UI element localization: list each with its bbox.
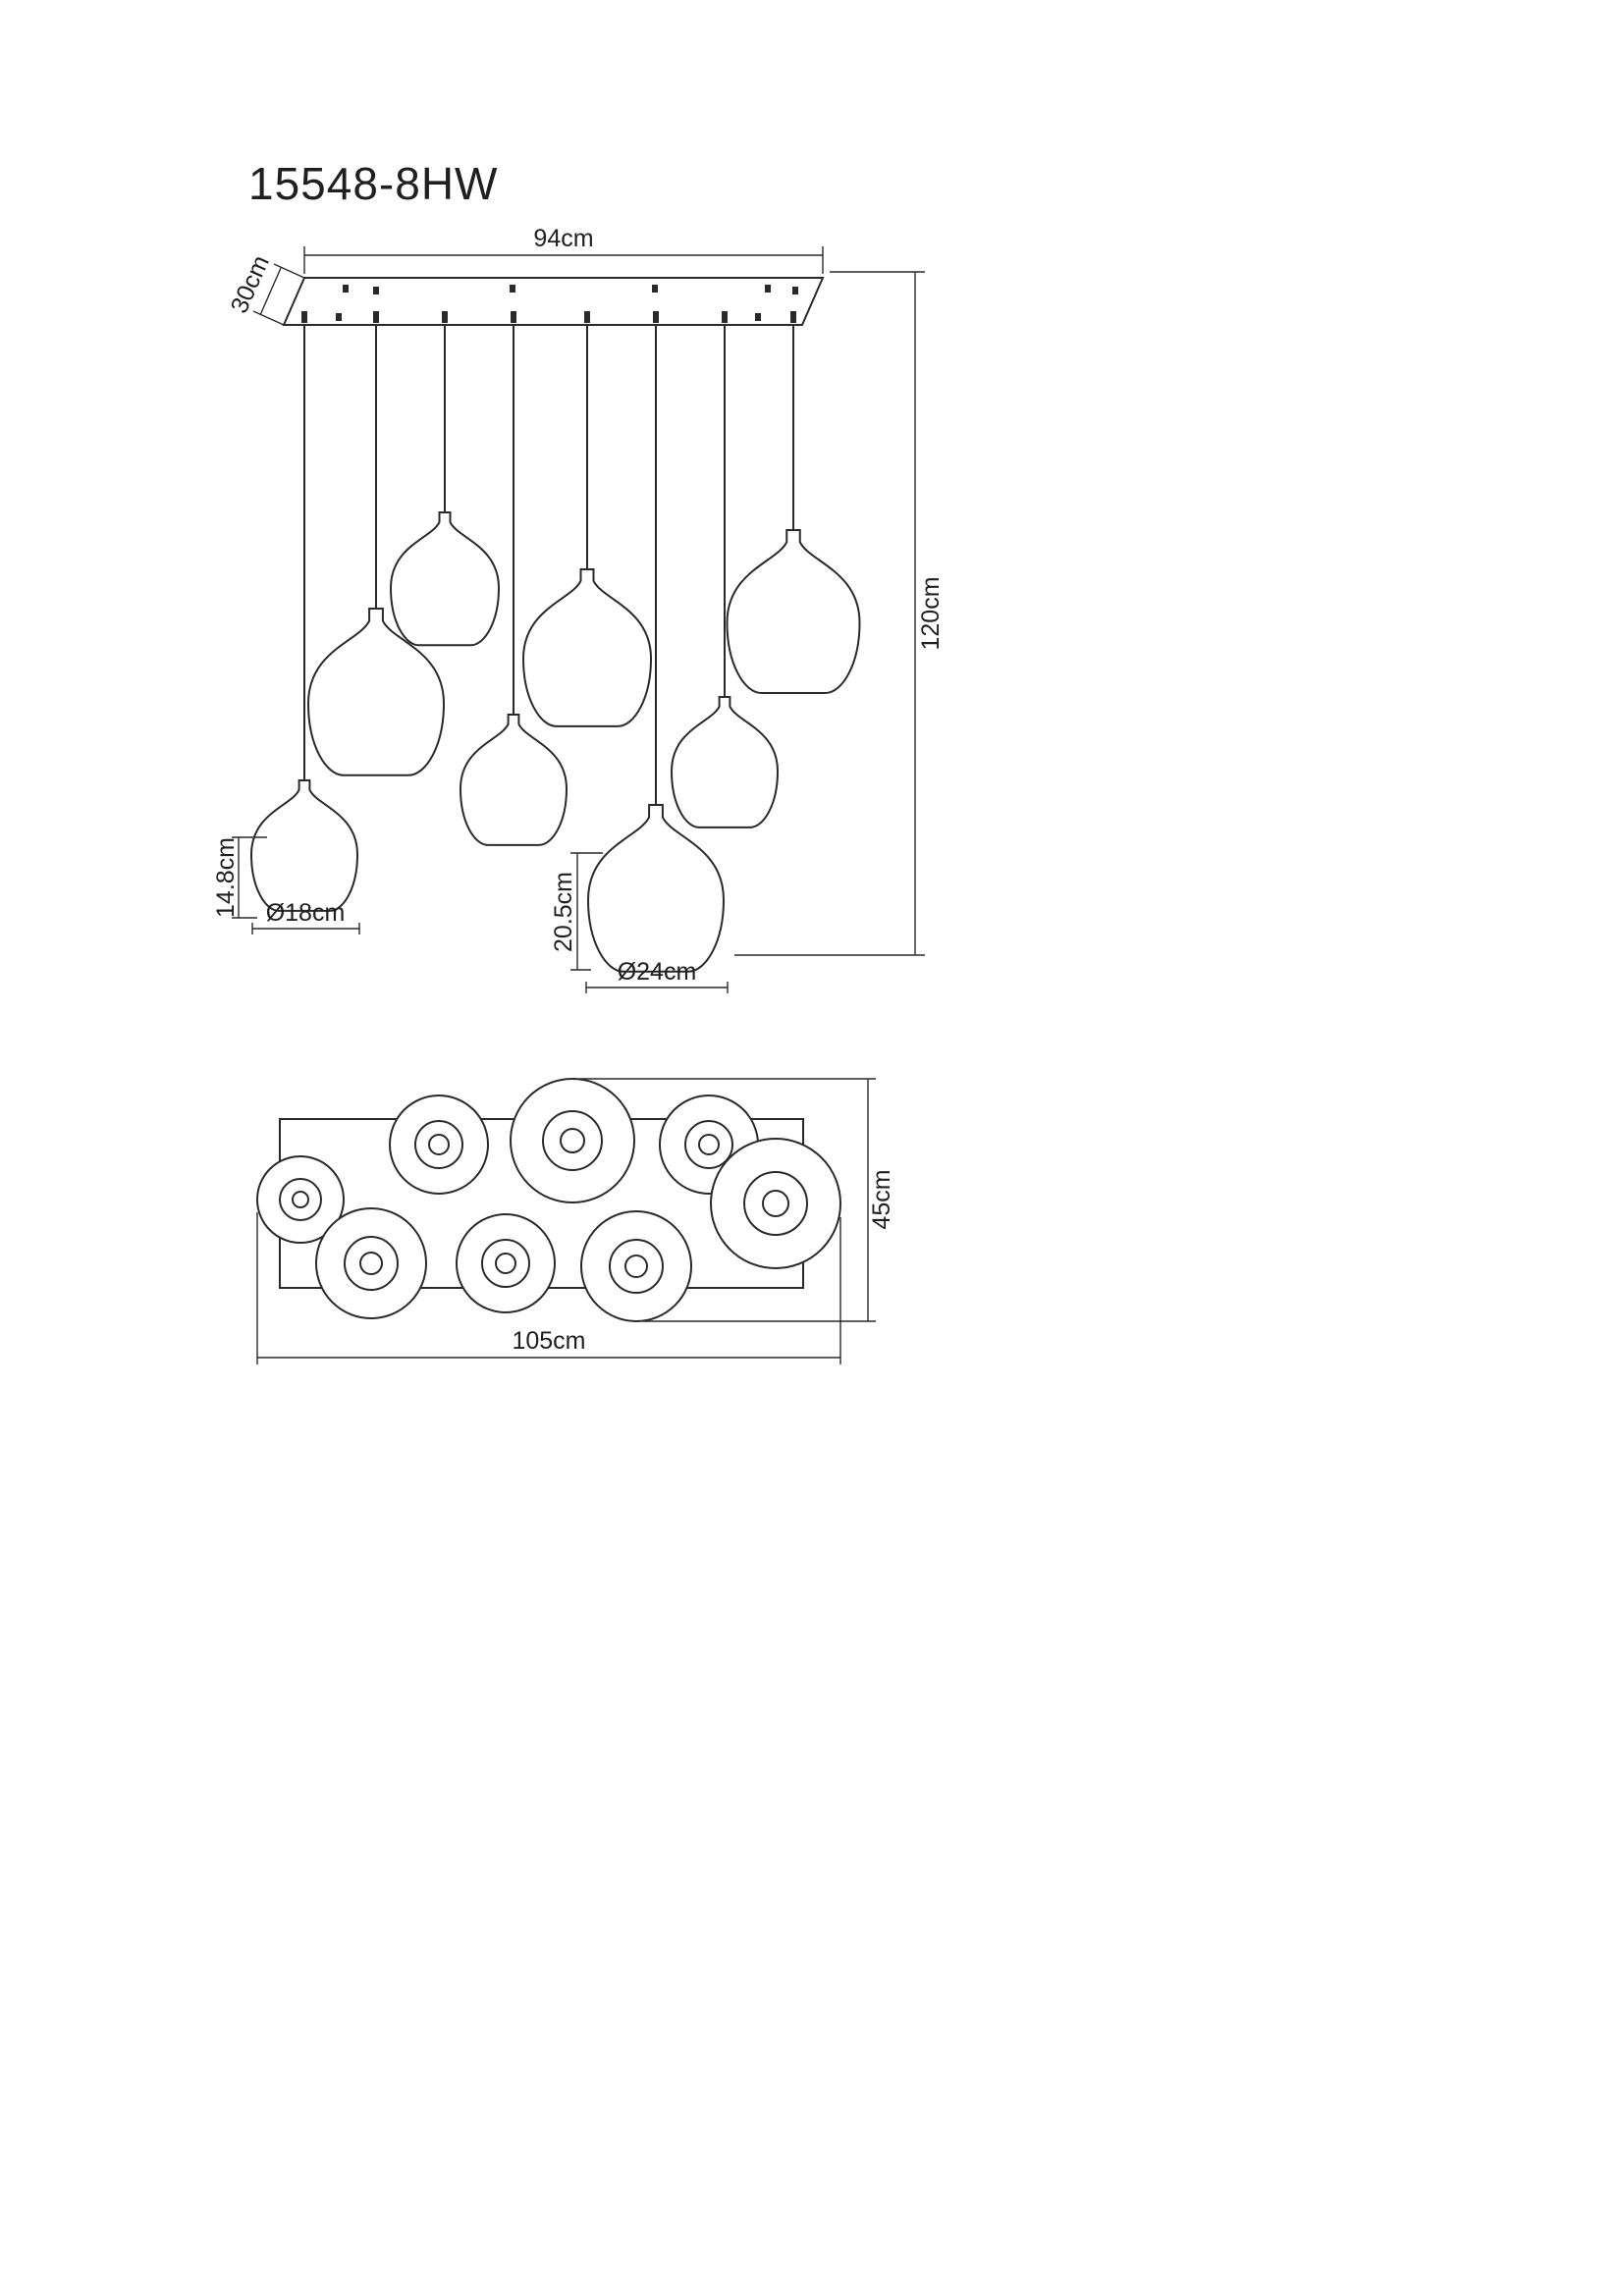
pendant-5	[521, 311, 653, 728]
cord-grip	[790, 311, 796, 323]
cord-grip	[584, 311, 590, 323]
front-view: 94cm 30cm	[212, 225, 945, 993]
overall-depth-label: 45cm	[868, 1169, 895, 1229]
small-shade-diameter-label: Ø18cm	[266, 899, 346, 927]
canopy-depth-label: 30cm	[225, 251, 274, 317]
pendant-shade-small	[670, 695, 780, 828]
pendant-shade-small	[389, 510, 501, 647]
disc-1	[389, 1095, 489, 1195]
pendant-4	[459, 311, 568, 846]
pendant-1	[249, 311, 359, 912]
top-view: 45cm 105cm	[256, 1078, 895, 1364]
pendant-shade-large	[726, 528, 861, 695]
dimension-large-shade-diameter: Ø24cm	[585, 958, 729, 993]
dimension-small-shade-diameter: Ø18cm	[251, 899, 360, 934]
cord-grip	[373, 311, 379, 323]
pendant-3	[389, 311, 501, 647]
dimension-large-shade-height: 20.5cm	[550, 852, 603, 971]
pendant-6	[586, 311, 726, 974]
pendant-2	[306, 311, 446, 777]
large-shade-height-label: 20.5cm	[550, 872, 577, 952]
disc-6	[315, 1207, 427, 1319]
small-shade-height-label: 14.8cm	[212, 837, 240, 918]
pendant-shade-small	[459, 713, 568, 846]
disc-5	[710, 1138, 841, 1269]
disc-4	[256, 1155, 345, 1244]
disc-8	[580, 1210, 692, 1322]
cord-grip	[653, 311, 659, 323]
overall-width-label: 105cm	[512, 1327, 585, 1355]
pendant-7	[670, 311, 780, 828]
dimension-canopy-width: 94cm	[303, 225, 824, 274]
dimension-overall-drop: 120cm	[734, 271, 945, 956]
model-number: 15548-8HW	[248, 158, 498, 209]
cord-grip	[442, 311, 448, 323]
cord-grip	[301, 311, 307, 323]
pendants	[249, 311, 861, 974]
pendant-shade-large	[586, 803, 726, 974]
cord-grip	[511, 311, 516, 323]
canopy-screws	[336, 285, 798, 321]
cord-grip	[722, 311, 728, 323]
ceiling-canopy	[282, 277, 825, 326]
dimension-overall-width: 105cm	[256, 1212, 841, 1364]
disc-2	[510, 1078, 635, 1203]
dimension-small-shade-height: 14.8cm	[212, 836, 267, 919]
canopy-width-label: 94cm	[533, 225, 593, 252]
dimension-overall-depth: 45cm	[579, 1078, 895, 1322]
pendant-shade-large	[521, 567, 653, 728]
pendant-8	[726, 311, 861, 695]
large-shade-diameter-label: Ø24cm	[618, 958, 697, 986]
pendant-shade-small	[249, 778, 359, 912]
disc-7	[456, 1213, 556, 1313]
overall-drop-label: 120cm	[917, 576, 945, 650]
